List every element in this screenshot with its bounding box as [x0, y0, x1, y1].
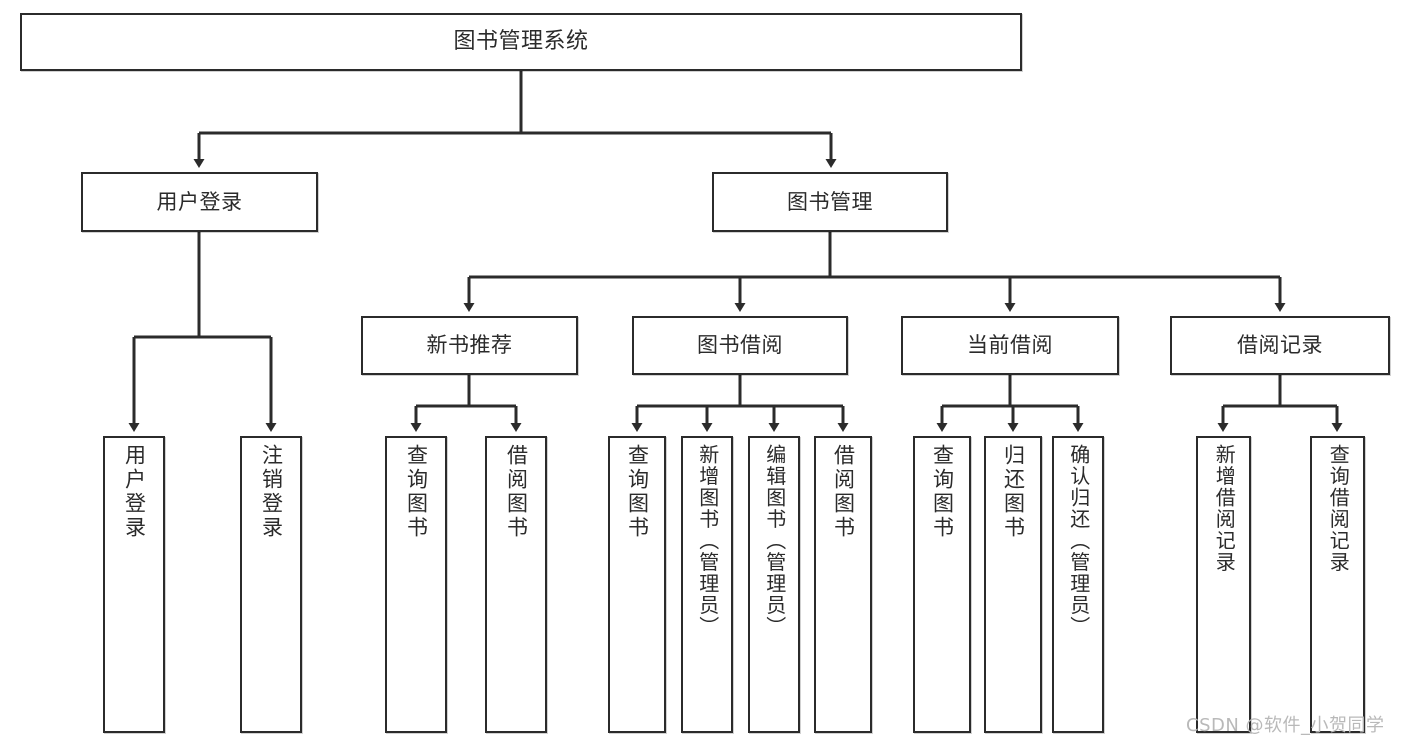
node-leaf-borrow-book-1[interactable]: 借阅图书: [485, 436, 547, 733]
node-leaf-borrow-book-2[interactable]: 借阅图书: [814, 436, 872, 733]
node-new-book-recommend[interactable]: 新书推荐: [361, 316, 578, 375]
node-label: 编辑图书（管理员）: [762, 444, 787, 638]
node-label: 图书管理: [787, 189, 873, 214]
node-label: 图书管理系统: [453, 29, 589, 55]
node-label: 用户登录: [122, 444, 147, 540]
node-leaf-confirm-return-admin[interactable]: 确认归还（管理员）: [1052, 436, 1104, 733]
node-leaf-logout-login[interactable]: 注销登录: [240, 436, 302, 733]
node-borrow-record[interactable]: 借阅记录: [1170, 316, 1390, 375]
node-label: 图书借阅: [697, 333, 783, 358]
node-label: 借阅图书: [504, 444, 529, 540]
node-label: 借阅记录: [1237, 333, 1323, 358]
node-label: 确认归还（管理员）: [1066, 444, 1091, 638]
node-label: 新增借阅记录: [1212, 444, 1237, 573]
node-leaf-add-book-admin[interactable]: 新增图书（管理员）: [681, 436, 733, 733]
node-label: 查询图书: [930, 444, 955, 540]
csdn-watermark: CSDN @软件_小贺同学: [1186, 715, 1385, 736]
node-leaf-query-book-1[interactable]: 查询图书: [385, 436, 447, 733]
node-root-system[interactable]: 图书管理系统: [20, 13, 1022, 71]
node-label: 用户登录: [156, 189, 243, 214]
node-leaf-edit-book-admin[interactable]: 编辑图书（管理员）: [748, 436, 800, 733]
node-book-manage[interactable]: 图书管理: [712, 172, 948, 232]
node-label: 注销登录: [259, 444, 284, 540]
node-leaf-query-book-3[interactable]: 查询图书: [913, 436, 971, 733]
node-label: 归还图书: [1001, 444, 1026, 540]
node-label: 借阅图书: [831, 444, 856, 540]
node-label: 当前借阅: [967, 333, 1053, 358]
node-label: 新增图书（管理员）: [695, 444, 720, 638]
node-leaf-return-book[interactable]: 归还图书: [984, 436, 1042, 733]
node-current-borrow[interactable]: 当前借阅: [901, 316, 1119, 375]
node-book-borrow[interactable]: 图书借阅: [632, 316, 848, 375]
node-label: 查询借阅记录: [1326, 444, 1351, 573]
node-leaf-query-borrow-record[interactable]: 查询借阅记录: [1310, 436, 1365, 733]
node-leaf-query-book-2[interactable]: 查询图书: [608, 436, 666, 733]
node-user-login[interactable]: 用户登录: [81, 172, 318, 232]
node-leaf-user-login[interactable]: 用户登录: [103, 436, 165, 733]
node-label: 查询图书: [404, 444, 429, 540]
node-label: 新书推荐: [426, 333, 513, 358]
node-leaf-add-borrow-record[interactable]: 新增借阅记录: [1196, 436, 1251, 733]
node-label: 查询图书: [625, 444, 650, 540]
